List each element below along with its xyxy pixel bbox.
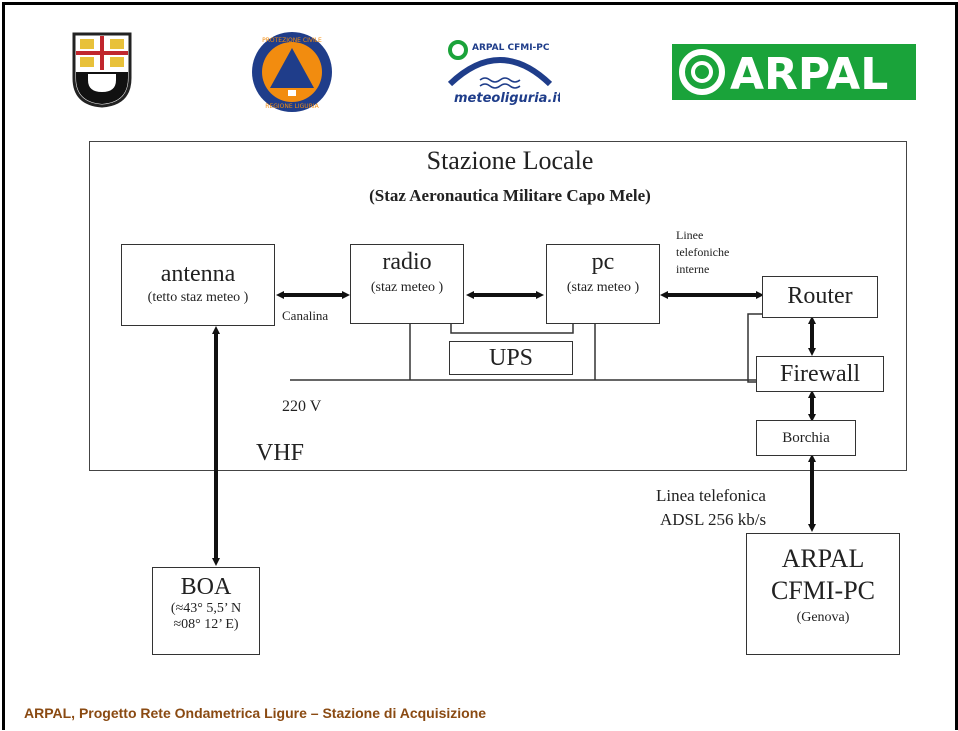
stazione-title: Stazione Locale [426, 146, 594, 175]
firewall-label: Firewall [780, 361, 860, 387]
radio-label: radio [382, 249, 432, 275]
ups-node: UPS [449, 341, 573, 375]
router-label: Router [787, 283, 853, 309]
linee-label-1: Linee [676, 228, 704, 242]
antenna-label: antenna [160, 261, 236, 287]
logo3-bottom-text: meteoliguria.it [454, 91, 560, 106]
boa-label: BOA [180, 574, 232, 600]
boa-node: BOA (≈43° 5,5’ N ≈08° 12’ E) [152, 567, 260, 655]
pc-sub: (staz meteo ) [566, 280, 640, 295]
arpal-line2: CFMI-PC [770, 576, 876, 605]
linee-label-2: telefoniche [676, 245, 730, 259]
pc-node: pc (staz meteo ) [546, 244, 660, 324]
arpal-line1: ARPAL [781, 544, 865, 573]
linea-label-2: ADSL 256 kb/s [660, 510, 767, 529]
canalina-label: Canalina [282, 308, 329, 323]
firewall-node: Firewall [756, 356, 884, 392]
arpal-logo-text: ARPAL [730, 49, 888, 100]
antenna-node: antenna (tetto staz meteo ) [121, 244, 275, 326]
router-node: Router [762, 276, 878, 318]
antenna-sub: (tetto staz meteo ) [147, 290, 249, 305]
radio-node: radio (staz meteo ) [350, 244, 464, 324]
boa-coord1: (≈43° 5,5’ N [170, 601, 242, 616]
logo3-top-text: ARPAL CFMI-PC [472, 43, 550, 53]
ups-label: UPS [488, 345, 534, 371]
linea-label-1: Linea telefonica [656, 486, 766, 505]
stazione-subtitle: (Staz Aeronautica Militare Capo Mele) [369, 186, 651, 205]
v220-label: 220 V [282, 398, 322, 415]
arpal-logo: ARPAL [672, 44, 916, 100]
router-firewall-side-line [747, 313, 762, 383]
logo2-bottom-text: REGIONE LIGURIA [265, 103, 319, 110]
linee-label-3: interne [676, 262, 710, 276]
protezione-civile-logo: PROTEZIONE CIVILE REGIONE LIGURIA [250, 30, 334, 114]
borchia-node: Borchia [756, 420, 856, 456]
regione-liguria-logo [70, 30, 134, 108]
radio-sub: (staz meteo ) [370, 280, 444, 295]
footer-caption: ARPAL, Progetto Rete Ondametrica Ligure … [24, 705, 487, 721]
boa-coord2: ≈08° 12’ E) [173, 617, 239, 632]
arpal-cfmi-node: ARPAL CFMI-PC (Genova) [746, 533, 900, 655]
ups-link-line [450, 324, 574, 334]
vhf-label: VHF [256, 440, 305, 466]
meteoliguria-logo: ARPAL CFMI-PC meteoliguria.it [440, 36, 564, 108]
logo2-top-text: PROTEZIONE CIVILE [262, 37, 322, 44]
arpal-sub: (Genova) [796, 610, 850, 625]
borchia-label: Borchia [782, 430, 830, 446]
pc-label: pc [591, 249, 615, 275]
